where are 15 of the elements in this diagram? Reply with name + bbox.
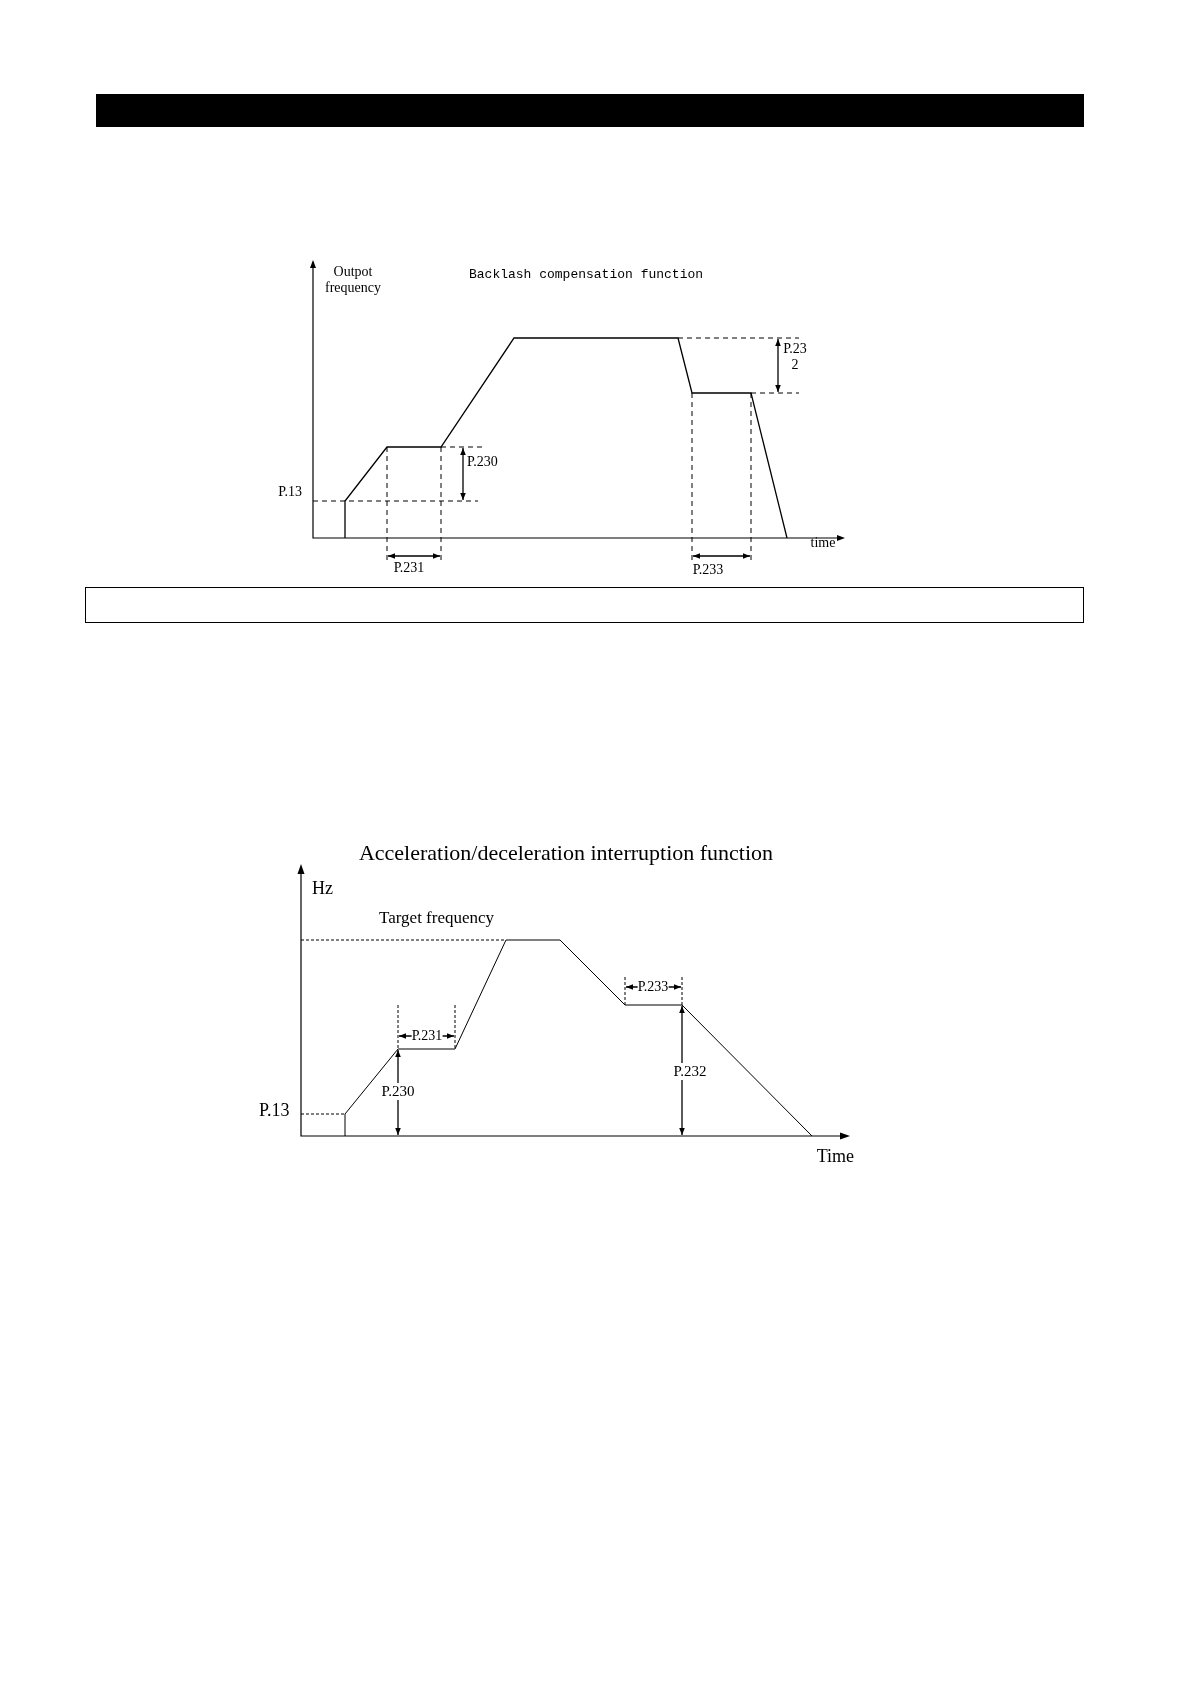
axis-label: Outpot frequency bbox=[324, 264, 382, 297]
axis-label: Hz bbox=[312, 878, 333, 899]
dimension-label: P.230 bbox=[467, 454, 498, 471]
chart-title: Backlash compensation function bbox=[469, 268, 704, 283]
axis-label: P.13 bbox=[259, 1100, 290, 1121]
axis-label: Time bbox=[816, 1146, 854, 1167]
chart-label: Target frequency bbox=[379, 908, 495, 928]
dimension-label: P.231 bbox=[393, 560, 425, 577]
axis-label: P.13 bbox=[278, 484, 302, 501]
dimension-label: P.23 2 bbox=[782, 341, 808, 374]
dimension-label: P.233 bbox=[692, 562, 724, 579]
axis-label: time bbox=[810, 535, 836, 552]
chart-title: Acceleration/deceleration interruption function bbox=[358, 840, 774, 866]
dimension-label: P.230 bbox=[381, 1083, 415, 1101]
dimension-label: P.232 bbox=[673, 1063, 707, 1081]
